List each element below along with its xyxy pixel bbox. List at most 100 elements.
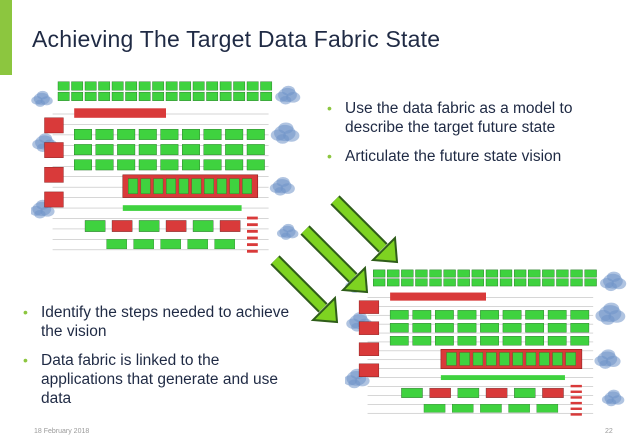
diagram-block — [44, 191, 64, 208]
diagram-tile — [246, 159, 265, 171]
diagram-tile — [246, 91, 259, 101]
diagram-block — [74, 108, 166, 118]
diagram-tile — [206, 91, 219, 101]
diagram-block — [247, 249, 258, 253]
diagram-block — [247, 216, 258, 220]
bullet-text: Use the data fabric as a model to descri… — [345, 100, 573, 136]
diagram-tile — [219, 81, 232, 91]
diagram-block — [485, 387, 508, 398]
cloud-icon — [31, 90, 53, 107]
diagram-tile — [204, 178, 214, 194]
diagram-tile — [415, 278, 428, 287]
diagram-tile — [552, 352, 563, 366]
diagram-tile — [178, 178, 189, 194]
diagram-tile — [443, 269, 456, 278]
diagram-tile — [508, 404, 530, 413]
diagram-tile — [260, 81, 273, 91]
diagram-tile — [181, 144, 200, 156]
diagram-tile — [206, 81, 219, 91]
diagram-tile — [401, 269, 414, 278]
diagram-tile — [480, 323, 499, 333]
diagram-tile — [457, 278, 470, 287]
diagram-tile — [98, 91, 111, 101]
bullet-text: Articulate the future state vision — [345, 148, 562, 165]
diagram-block — [44, 166, 64, 183]
diagram-tile — [429, 278, 442, 287]
diagram-tile — [225, 159, 244, 171]
diagram-tile — [246, 144, 265, 156]
diagram-tile — [95, 159, 114, 171]
diagram-tile — [179, 91, 192, 101]
diagram-block — [514, 387, 536, 398]
diagram-tile — [95, 144, 114, 156]
cloud-icon — [601, 389, 625, 407]
diagram-tile — [187, 239, 209, 250]
diagram-tile — [111, 91, 124, 101]
diagram-tile — [528, 278, 541, 287]
diagram-tile — [435, 323, 454, 333]
diagram-tile — [457, 336, 477, 346]
diagram-tile — [539, 352, 550, 366]
diagram-block — [570, 413, 582, 416]
diagram-tile — [84, 81, 97, 91]
diagram-tile — [387, 278, 400, 287]
diagram-tile — [412, 310, 432, 320]
diagram-tile — [556, 278, 569, 287]
slide-title: Achieving The Target Data Fabric State — [32, 26, 441, 52]
diagram-tile — [117, 144, 136, 156]
diagram-tile — [216, 178, 227, 194]
diagram-tile — [74, 144, 92, 156]
diagram-tile — [246, 129, 265, 140]
diagram-tile — [499, 278, 513, 287]
diagram-tile — [401, 278, 414, 287]
diagram-tile — [219, 91, 232, 101]
diagram-tile — [525, 352, 537, 366]
diagram-block — [570, 390, 582, 393]
diagram-tile — [443, 278, 456, 287]
diagram-tile — [485, 278, 499, 287]
diagram-tile — [225, 129, 244, 140]
diagram-block — [401, 387, 423, 398]
diagram-tile — [233, 81, 246, 91]
diagram-tile — [133, 239, 154, 250]
diagram-tile — [229, 178, 240, 194]
diagram-tile — [525, 323, 545, 333]
diagram-tile — [570, 269, 583, 278]
diagram-block — [247, 223, 258, 227]
diagram-tile — [84, 91, 97, 101]
diagram-block — [358, 321, 380, 335]
cloud-icon — [276, 223, 299, 240]
diagram-tile — [373, 269, 386, 278]
diagram-tile — [570, 323, 590, 333]
diagram-background — [345, 265, 627, 427]
diagram-tile — [440, 375, 565, 381]
diagram-tile — [153, 178, 164, 194]
diagram-block — [247, 236, 258, 240]
diagram-tile — [457, 323, 477, 333]
diagram-tile — [138, 159, 157, 171]
diagram-tile — [57, 91, 70, 101]
bullet-icon: • — [327, 100, 332, 116]
diagram-tile — [480, 336, 499, 346]
diagram-tile — [373, 278, 386, 287]
diagram-block — [542, 387, 564, 398]
diagram-tile — [160, 239, 182, 250]
diagram-tile — [480, 310, 499, 320]
diagram-tile — [570, 310, 590, 320]
cloud-icon — [595, 302, 626, 325]
diagram-tile — [106, 239, 127, 250]
diagram-tile — [160, 129, 179, 140]
diagram-tile — [584, 278, 597, 287]
diagram-tile — [542, 269, 555, 278]
bullet-icon: • — [23, 304, 28, 320]
diagram-tile — [452, 404, 474, 413]
bullet-icon: • — [327, 148, 332, 164]
diagram-block — [358, 363, 380, 377]
diagram-tile — [74, 129, 92, 140]
diagram-tile — [499, 269, 513, 278]
bullet-item: •Data fabric is linked to the applicatio… — [23, 351, 298, 408]
diagram-tile — [429, 269, 442, 278]
diagram-tile — [181, 159, 200, 171]
diagram-block — [247, 229, 258, 233]
diagram-tile — [457, 310, 477, 320]
